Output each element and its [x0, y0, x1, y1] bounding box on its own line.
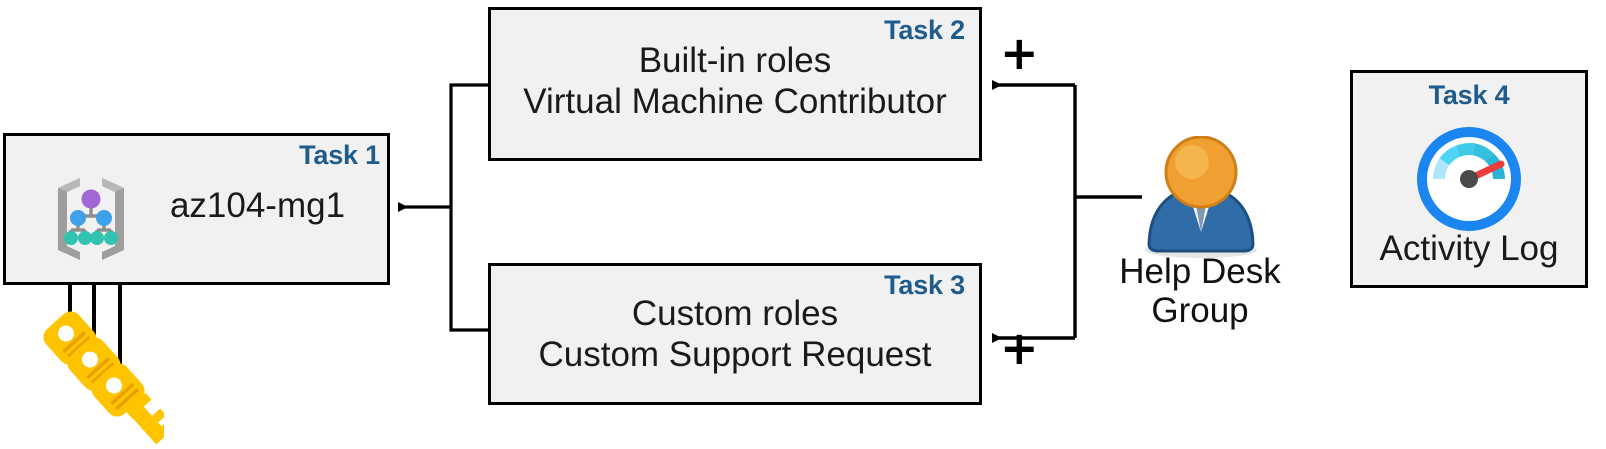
- key-icon-group: [43, 311, 164, 445]
- task3-text: Custom roles Custom Support Request: [538, 294, 932, 375]
- task1-box[interactable]: [3, 133, 390, 285]
- task1-label: Task 1: [299, 140, 380, 170]
- connector-group-to-roles: [992, 80, 1142, 343]
- task2-label: Task 2: [884, 15, 965, 45]
- plus-operator-top: +: [1000, 26, 1039, 80]
- task2-box[interactable]: [488, 7, 982, 161]
- task4-text: Activity Log: [1379, 229, 1559, 268]
- help-desk-group-caption: Help Desk Group: [1119, 252, 1281, 331]
- task4-label: Task 4: [1428, 80, 1510, 110]
- task3-box[interactable]: [488, 263, 982, 405]
- task2-text: Built-in roles Virtual Machine Contribut…: [523, 41, 947, 122]
- task3-label: Task 3: [884, 270, 965, 300]
- gauge-icon: [1417, 127, 1521, 231]
- user-person-icon: [1145, 136, 1257, 258]
- connector-roles-to-management-group: [398, 83, 488, 332]
- plus-operator-bottom: +: [1000, 321, 1039, 375]
- management-group-icon: [58, 178, 124, 260]
- task1-text: az104-mg1: [169, 186, 346, 225]
